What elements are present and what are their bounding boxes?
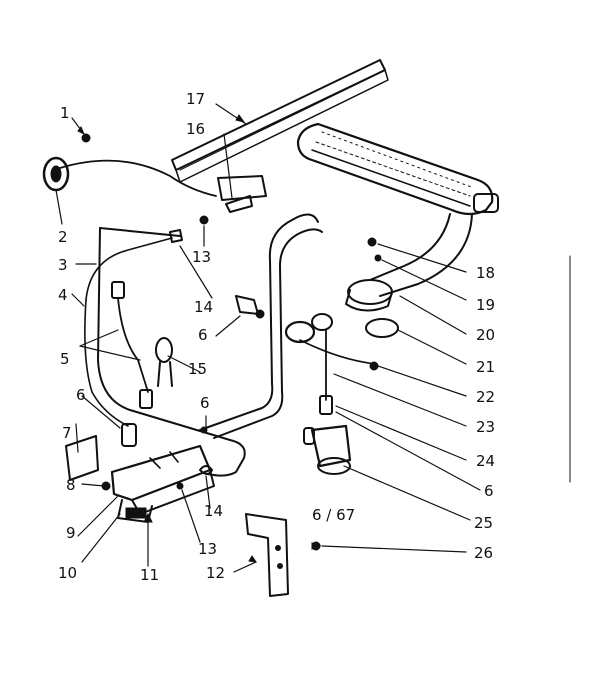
callout-5: 5 (60, 350, 70, 368)
callout-2: 2 (58, 228, 68, 246)
callout-6: 6 (198, 326, 208, 344)
callout-13: 13 (192, 248, 211, 266)
callout-23: 23 (476, 418, 495, 436)
callout-7: 7 (62, 424, 72, 442)
part-5-tubing (111, 281, 153, 409)
callout-6-c: 6 (200, 394, 210, 412)
callout-9: 9 (66, 524, 76, 542)
leader-lines (55, 103, 481, 573)
part-24-fitting (319, 395, 333, 415)
pilot-burner-assembly (284, 313, 377, 365)
callout-11: 11 (140, 566, 159, 584)
callout-3: 3 (58, 256, 68, 274)
callout-6-b: 6 (76, 386, 86, 404)
thermocouple-lead (59, 159, 217, 197)
part-14-fitting (169, 229, 183, 243)
burner-assembly (296, 122, 499, 312)
callout-21: 21 (476, 358, 495, 376)
callout-labels: 1 2 3 4 5 6 7 8 9 10 11 12 13 14 15 16 1… (58, 90, 495, 584)
callout-12: 12 (206, 564, 225, 582)
part-2-thermostat-bulb (42, 156, 70, 192)
callout-6-d: 6 (484, 482, 494, 500)
callout-22: 22 (476, 388, 495, 406)
part-18-screw (367, 237, 377, 247)
callout-16: 16 (186, 120, 205, 138)
part-1-screw (81, 133, 91, 143)
callout-14: 14 (194, 298, 213, 316)
part-15-pilot-orifice (155, 337, 173, 387)
callout-1: 1 (60, 104, 70, 122)
part-7-bracket (65, 435, 99, 481)
part-13-nut-b (176, 482, 184, 490)
part-19-washer (374, 254, 382, 262)
callout-8: 8 (66, 476, 76, 494)
part-3-gas-tubing (97, 227, 246, 477)
callout-26: 26 (474, 544, 493, 562)
callout-4: 4 (58, 286, 68, 304)
part-6-fitting-b (200, 426, 208, 434)
part-25-gas-valve (303, 424, 352, 475)
part-17-bracket-rail (171, 59, 389, 183)
callout-20: 20 (476, 326, 495, 344)
callout-24: 24 (476, 452, 495, 470)
callout-10: 10 (58, 564, 77, 582)
part-6-orifice (235, 295, 265, 319)
part-21-air-shutter (365, 318, 399, 338)
callout-18: 18 (476, 264, 495, 282)
callout-19: 19 (476, 296, 495, 314)
part-12-mounting-plate (245, 513, 289, 597)
callout-14-b: 14 (204, 502, 223, 520)
part-16-manifold-bracket (217, 175, 267, 213)
main-gas-line (199, 213, 319, 431)
leader-arrowheads (77, 114, 322, 563)
gas-regulator-body (110, 423, 215, 523)
callout-17: 17 (186, 90, 205, 108)
callout-15: 15 (188, 360, 207, 378)
part-14-fitting-b (199, 465, 213, 475)
callout-13-b: 13 (198, 540, 217, 558)
callout-25: 25 (474, 514, 493, 532)
part-13-nut (199, 215, 209, 225)
date-code: 6 / 67 (312, 506, 355, 524)
part-4-pilot-tube (85, 237, 173, 301)
